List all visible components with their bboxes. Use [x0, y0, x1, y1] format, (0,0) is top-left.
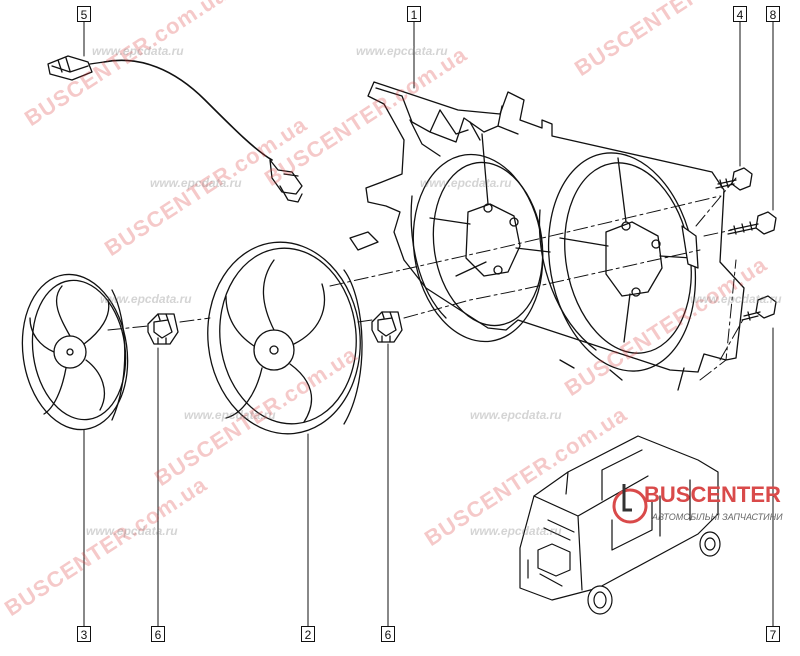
callout-7: 7 — [766, 626, 780, 642]
bolt-part-7 — [741, 295, 777, 321]
leader-lines — [83, 21, 774, 627]
wiring-harness-part-5 — [47, 55, 303, 203]
logo-mark-icon — [612, 484, 648, 524]
callout-5: 5 — [77, 6, 91, 22]
logo-name: BUSCENTER — [644, 482, 781, 507]
fan-part-2 — [207, 241, 363, 435]
resistor-part-6-right — [371, 311, 403, 343]
callout-2: 2 — [301, 626, 315, 642]
fan-shroud-part-1 — [349, 81, 745, 391]
buscenter-logo: BUSCENTER АВТОМОБІЛЬНІ ЗАПЧАСТИНИ — [608, 474, 798, 534]
bolt-part-8 — [727, 211, 777, 235]
callout-1: 1 — [407, 6, 421, 22]
callout-6b: 6 — [381, 626, 395, 642]
resistor-part-6-left — [147, 313, 179, 345]
assembly-lines — [107, 177, 745, 381]
fan-part-3 — [21, 273, 129, 431]
callout-4: 4 — [733, 6, 747, 22]
callout-3: 3 — [77, 626, 91, 642]
callout-8: 8 — [766, 6, 780, 22]
bolt-part-4 — [715, 167, 753, 191]
callout-6a: 6 — [151, 626, 165, 642]
logo-subtitle: АВТОМОБІЛЬНІ ЗАПЧАСТИНИ — [652, 512, 783, 522]
